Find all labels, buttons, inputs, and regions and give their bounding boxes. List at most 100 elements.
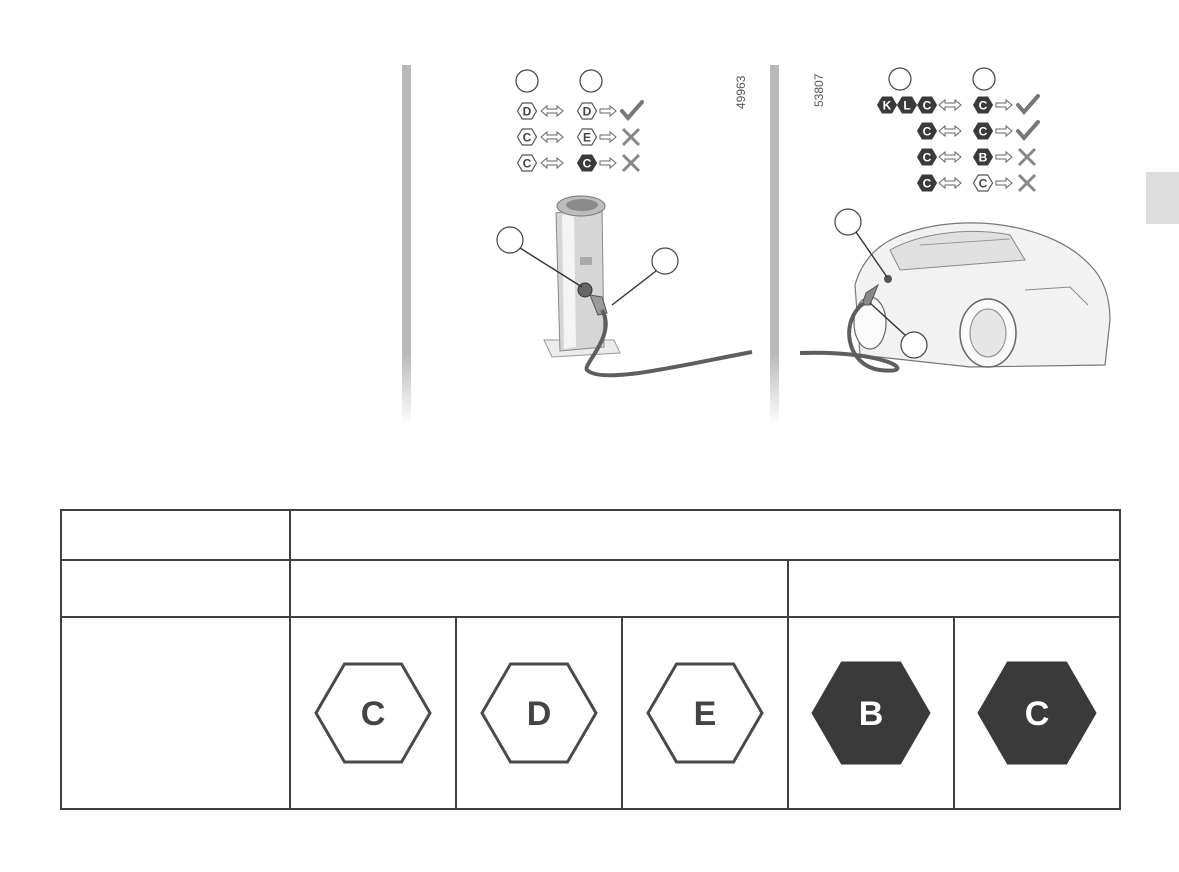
- connector-letter: E: [583, 131, 591, 145]
- connector-letter: C: [923, 151, 932, 165]
- connector-letter: K: [883, 99, 892, 113]
- outline-connector-symbol: D: [576, 102, 598, 120]
- filled-connector-symbol: C: [916, 174, 938, 192]
- connector-letter: C: [361, 695, 386, 733]
- bidirectional-arrow-icon: [938, 176, 962, 190]
- check-icon: [620, 100, 644, 122]
- outline-connector-hexagon: C: [314, 662, 432, 764]
- figure-reference-number: 49963: [734, 75, 748, 109]
- chapter-side-tab: [1146, 172, 1179, 224]
- table-cell: [289, 559, 789, 618]
- filled-connector-symbol: C: [916, 148, 938, 166]
- connector-letter: B: [859, 695, 884, 733]
- connector-letter: C: [979, 125, 988, 139]
- charging-station-body: [543, 195, 753, 378]
- bidirectional-arrow-icon: [540, 156, 564, 170]
- arrow-right-icon: [599, 156, 617, 170]
- arrow-right-icon: [995, 150, 1013, 164]
- bidirectional-arrow-icon: [938, 150, 962, 164]
- filled-connector-symbol: C: [972, 96, 994, 114]
- connector-letter: C: [1025, 695, 1050, 733]
- figure-divider-bar: [402, 65, 411, 425]
- callout-circle-2: [972, 67, 996, 91]
- filled-connector-hexagon: B: [811, 661, 931, 765]
- filled-connector-hexagon: C: [977, 661, 1097, 765]
- filled-connector-symbol: K: [876, 96, 898, 114]
- connector-letter: D: [583, 105, 592, 119]
- connector-letter: D: [527, 695, 552, 733]
- vehicle-body: [799, 222, 1111, 373]
- table-row: [60, 509, 1122, 561]
- connector-letter: C: [979, 99, 988, 113]
- table-cell: B: [787, 616, 955, 810]
- connector-letter: D: [523, 105, 532, 119]
- arrow-right-icon: [995, 124, 1013, 138]
- callout-circle-3: [834, 208, 862, 236]
- arrow-right-icon: [599, 104, 617, 118]
- filled-connector-symbol: C: [916, 96, 938, 114]
- arrow-right-icon: [995, 176, 1013, 190]
- cross-icon: [621, 153, 641, 173]
- callout-circle-2: [579, 69, 603, 93]
- table-cell: [60, 509, 291, 561]
- outline-connector-symbol: C: [516, 154, 538, 172]
- figure-reference-number: 53807: [812, 73, 826, 107]
- cross-icon: [1017, 147, 1037, 167]
- bidirectional-arrow-icon: [540, 104, 564, 118]
- connector-letter: C: [523, 131, 532, 145]
- filled-connector-symbol: C: [576, 154, 598, 172]
- connector-letter: E: [694, 695, 717, 733]
- bidirectional-arrow-icon: [938, 98, 962, 112]
- table-cell: [288, 509, 1122, 561]
- check-icon: [1016, 120, 1040, 142]
- callout-circle-4: [900, 331, 928, 359]
- table-cell: C: [289, 616, 457, 810]
- table-cell: [60, 559, 291, 618]
- connector-letter: C: [979, 177, 988, 191]
- callout-circle-1: [515, 69, 539, 93]
- outline-connector-symbol: C: [516, 128, 538, 146]
- connector-letter: C: [923, 125, 932, 139]
- callout-circle-4: [651, 247, 679, 275]
- table-cell: D: [455, 616, 623, 810]
- bidirectional-arrow-icon: [938, 124, 962, 138]
- connector-letter: C: [923, 177, 932, 191]
- figure-divider-bar: [770, 65, 779, 425]
- connector-letter: C: [923, 99, 932, 113]
- check-icon: [1016, 94, 1040, 116]
- table-row: [60, 559, 1122, 618]
- outline-connector-symbol: E: [576, 128, 598, 146]
- outline-connector-hexagon: E: [646, 662, 764, 764]
- connector-letter: B: [979, 151, 988, 165]
- filled-connector-symbol: L: [896, 96, 918, 114]
- connector-letter: L: [903, 99, 910, 113]
- cross-icon: [621, 127, 641, 147]
- arrow-right-icon: [995, 98, 1013, 112]
- callout-circle-3: [496, 226, 524, 254]
- arrow-right-icon: [599, 130, 617, 144]
- connector-letter: C: [523, 157, 532, 171]
- table-cell: C: [952, 616, 1122, 810]
- filled-connector-symbol: B: [972, 148, 994, 166]
- bidirectional-arrow-icon: [540, 130, 564, 144]
- table-cell: [60, 616, 291, 810]
- connector-letter: C: [583, 157, 592, 171]
- outline-connector-symbol: C: [972, 174, 994, 192]
- filled-connector-symbol: C: [916, 122, 938, 140]
- filled-connector-symbol: C: [972, 122, 994, 140]
